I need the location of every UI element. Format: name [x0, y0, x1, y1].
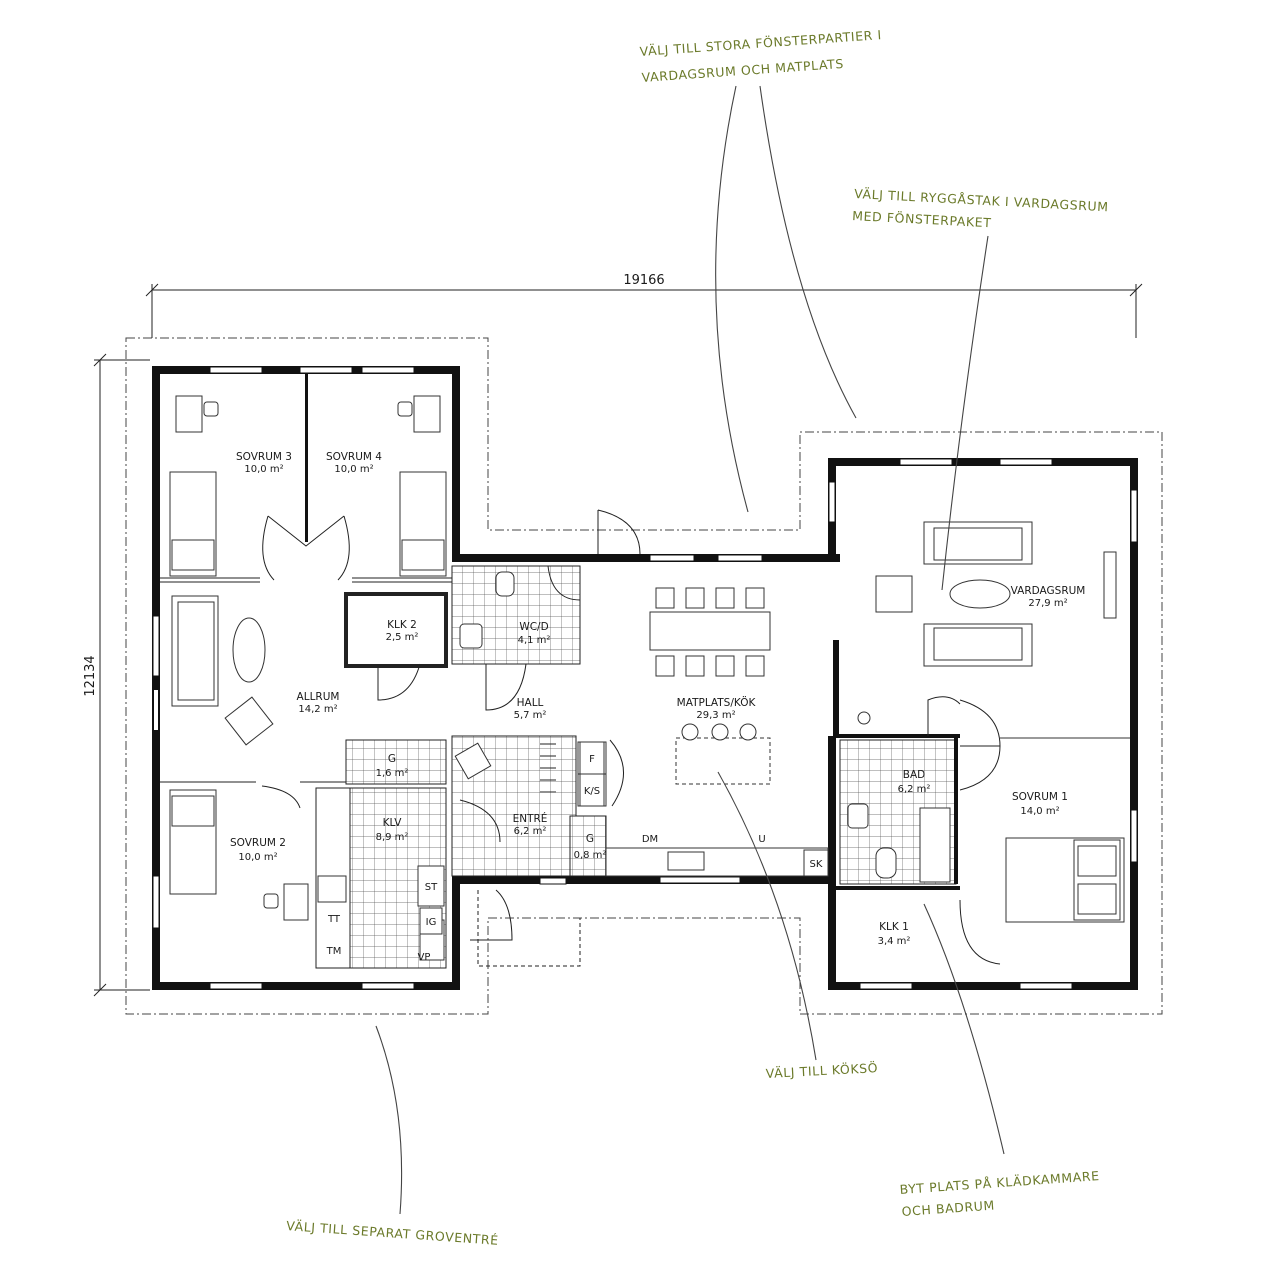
note-island: VÄLJ TILL KÖKSÖ	[765, 1059, 878, 1081]
room-name-g2: G	[586, 833, 594, 845]
porch-outline	[477, 877, 581, 967]
room-area-g2: 0,8 m²	[574, 850, 607, 861]
room-area-matplats: 29,3 m²	[696, 710, 735, 721]
room-area-vardagsrum: 27,9 m²	[1028, 598, 1067, 609]
room-labels: SOVRUM 3 10,0 m² SOVRUM 4 10,0 m² KLK 2 …	[230, 451, 1085, 947]
cabinet-label: SK	[810, 859, 823, 870]
fridge-freezer-label: K/S	[584, 786, 600, 797]
room-name-sovrum4: SOVRUM 4	[326, 451, 382, 463]
washer-label: TM	[326, 946, 342, 957]
dimension-width: 19166	[145, 273, 1143, 338]
windows	[152, 366, 1138, 990]
note-swap-line2: OCH BADRUM	[901, 1198, 995, 1219]
room-area-klk1: 3,4 m²	[878, 936, 911, 947]
note-windows-line1: VÄLJ TILL STORA FÖNSTERPARTIER I	[639, 26, 882, 59]
dining-area	[577, 587, 829, 877]
allrum-furniture	[154, 595, 274, 746]
fridge-label: F	[589, 754, 595, 765]
note-swap-line1: BYT PLATS PÅ KLÄDKAMMARE	[899, 1168, 1100, 1197]
note-entrance: VÄLJ TILL SEPARAT GROVENTRÉ	[286, 1218, 499, 1248]
room-name-klk1: KLK 1	[879, 921, 909, 933]
room-name-wc: WC/D	[519, 621, 548, 633]
room-area-wc: 4,1 m²	[518, 635, 551, 646]
dryer-label: TT	[327, 914, 341, 925]
entrance-racks	[454, 742, 556, 793]
room-area-bad: 6,2 m²	[898, 784, 931, 795]
room-area-hall: 5,7 m²	[514, 710, 547, 721]
beds	[169, 471, 1125, 923]
storage-label: ST	[425, 882, 438, 893]
room-name-g1: G	[388, 753, 396, 765]
living-furniture	[875, 521, 1117, 667]
room-name-allrum: ALLRUM	[297, 691, 340, 703]
room-area-sovrum2: 10,0 m²	[238, 852, 277, 863]
room-name-vardagsrum: VARDAGSRUM	[1011, 585, 1086, 597]
room-area-sovrum3: 10,0 m²	[244, 464, 283, 475]
room-name-sovrum3: SOVRUM 3	[236, 451, 292, 463]
fixture-labels: F K/S DM U SK ST TT IG TM VP	[326, 741, 829, 963]
note-windows-line2: VARDAGSRUM OCH MATPLATS	[641, 56, 844, 85]
room-name-sovrum1: SOVRUM 1	[1012, 791, 1068, 803]
desks	[175, 395, 441, 921]
width-label: 19166	[623, 273, 664, 288]
dimension-depth: 12134	[83, 353, 150, 997]
room-area-allrum: 14,2 m²	[298, 704, 337, 715]
ig-label: IG	[426, 917, 437, 928]
room-name-klk2: KLK 2	[387, 619, 417, 631]
room-area-entre: 6,2 m²	[514, 826, 547, 837]
note-roof-line2: MED FÖNSTERPAKET	[852, 207, 992, 230]
room-name-sovrum2: SOVRUM 2	[230, 837, 286, 849]
depth-label: 12134	[83, 655, 98, 696]
room-name-matplats: MATPLATS/KÖK	[677, 696, 757, 709]
dishwasher-label: DM	[642, 834, 658, 845]
room-name-bad: BAD	[903, 769, 925, 781]
room-area-klv: 8,9 m²	[376, 832, 409, 843]
room-area-sovrum4: 10,0 m²	[334, 464, 373, 475]
room-name-klv: KLV	[383, 817, 403, 829]
doors	[261, 509, 1001, 965]
room-name-hall: HALL	[517, 697, 544, 709]
room-name-entre: ENTRÉ	[513, 812, 548, 825]
room-area-g1: 1,6 m²	[376, 768, 409, 779]
roof-outline	[125, 337, 1163, 1015]
room-area-klk2: 2,5 m²	[386, 632, 419, 643]
annotation-leaders	[375, 85, 1005, 1215]
room-area-sovrum1: 14,0 m²	[1020, 806, 1059, 817]
heat-pump-label: VP	[418, 952, 431, 963]
oven-label: U	[758, 834, 765, 845]
